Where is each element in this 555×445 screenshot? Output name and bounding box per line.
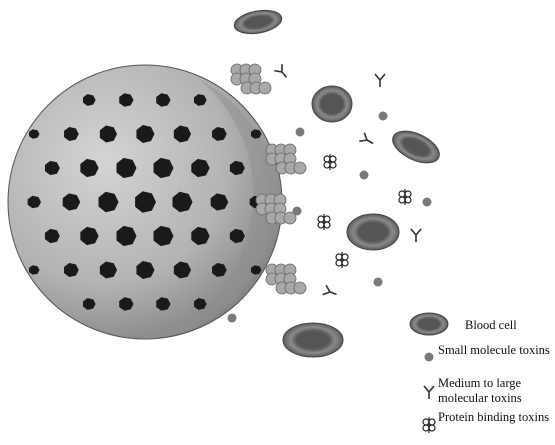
- porous-sphere: [8, 65, 282, 339]
- legend-small-molecule-label: Small molecule toxins: [438, 343, 555, 358]
- medium-large-toxin: [359, 133, 375, 148]
- protein-binding-toxin: [324, 154, 336, 170]
- blood-cell: [347, 214, 399, 250]
- adsorbent-cluster: [231, 64, 271, 94]
- blood-cell: [388, 125, 444, 170]
- medium-large-toxin: [411, 229, 421, 242]
- legend-blood-cell-icon: [410, 313, 448, 335]
- small-toxin: [228, 314, 237, 323]
- protein-binding-toxin: [318, 214, 330, 230]
- small-toxin: [360, 171, 369, 180]
- small-toxin: [293, 207, 302, 216]
- small-toxin: [374, 278, 383, 287]
- legend-medium-large-icon: [424, 386, 434, 399]
- blood-cell: [283, 323, 343, 357]
- legend-blood-cell-label: Blood cell: [465, 318, 555, 333]
- medium-large-toxin: [274, 64, 290, 80]
- legend-protein-binding-icon: [423, 417, 435, 433]
- small-toxin: [296, 128, 305, 137]
- legend-protein-binding-label: Protein binding toxins: [438, 410, 555, 425]
- legend-medium-large-label: Medium to large molecular toxins: [438, 376, 555, 406]
- adsorbent-cluster: [266, 264, 306, 294]
- small-toxin: [379, 112, 388, 121]
- protein-binding-toxin: [399, 189, 411, 205]
- small-toxin: [423, 198, 432, 207]
- legend-small-molecule-icon: [425, 353, 434, 362]
- medium-large-toxin: [375, 74, 385, 87]
- protein-binding-toxin: [336, 252, 348, 268]
- medium-large-toxin: [323, 285, 339, 299]
- blood-cell: [312, 86, 352, 122]
- blood-cell: [232, 7, 283, 37]
